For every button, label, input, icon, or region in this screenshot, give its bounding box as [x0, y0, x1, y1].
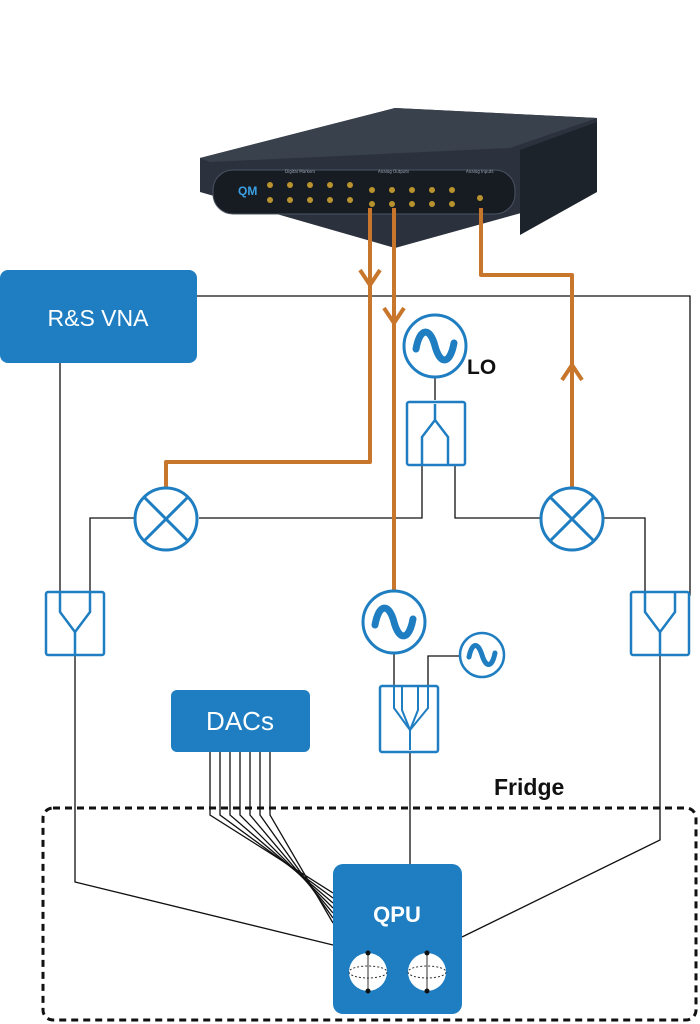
small-source — [458, 631, 506, 679]
mixer-left — [133, 486, 199, 552]
multi-combiner-icon — [393, 687, 429, 750]
front-panel — [212, 169, 516, 215]
vna-box: R&S VNA — [0, 270, 197, 363]
qpu-box: QPU — [333, 864, 462, 1014]
lo-source — [402, 313, 468, 379]
vna-label: R&S VNA — [48, 305, 150, 331]
qubit-sphere-icon — [407, 950, 447, 994]
port[interactable] — [429, 187, 435, 193]
qpu-label: QPU — [373, 902, 421, 927]
wire-mixer2-left — [454, 465, 541, 519]
port[interactable] — [449, 201, 455, 207]
fridge-label: Fridge — [494, 774, 564, 800]
port[interactable] — [347, 182, 353, 188]
arrow-up — [560, 363, 584, 382]
wire-left-qpu — [74, 656, 334, 946]
port[interactable] — [267, 197, 273, 203]
port[interactable] — [369, 201, 375, 207]
quantum-controller-device: QM Digital Markers Analog Outputs Analog… — [200, 108, 597, 248]
port[interactable] — [287, 182, 293, 188]
center-source — [361, 589, 427, 655]
device-top — [200, 108, 597, 162]
port[interactable] — [449, 187, 455, 193]
dacs-box: DACs — [171, 690, 310, 752]
port[interactable] — [477, 195, 483, 201]
signal-path-mixer1 — [164, 208, 372, 490]
device-logo: QM — [238, 184, 257, 198]
wire-mixer1-left — [89, 517, 135, 592]
mixer-right — [539, 486, 605, 552]
dacs-label: DACs — [206, 706, 274, 736]
port[interactable] — [409, 201, 415, 207]
wire-mixer2-right — [603, 517, 646, 592]
port[interactable] — [429, 201, 435, 207]
wire-small-source — [427, 655, 460, 685]
port[interactable] — [327, 197, 333, 203]
port[interactable] — [409, 187, 415, 193]
qubit-sphere-icon — [348, 950, 388, 994]
lo-label: LO — [467, 356, 496, 379]
port[interactable] — [369, 187, 375, 193]
port[interactable] — [389, 187, 395, 193]
splitter — [405, 400, 467, 467]
device-side — [520, 122, 597, 235]
connector-ports — [267, 182, 483, 207]
panel-label-analog-out: Analog Outputs — [378, 169, 409, 174]
combiner-multi — [378, 684, 440, 754]
sine-wave-icon — [466, 643, 498, 667]
fridge-boundary — [41, 806, 698, 1022]
arrow-down-2 — [382, 306, 406, 325]
combiner-left — [44, 590, 106, 657]
port[interactable] — [307, 197, 313, 203]
panel-label-digital: Digital Markers — [285, 169, 315, 174]
panel-label-analog-in: Analog Inputs — [466, 169, 494, 174]
port[interactable] — [347, 197, 353, 203]
combiner-right — [629, 590, 691, 657]
sine-wave-icon — [371, 604, 417, 640]
wire-mixer1-right — [199, 465, 423, 519]
port[interactable] — [287, 197, 293, 203]
port[interactable] — [307, 182, 313, 188]
port[interactable] — [267, 182, 273, 188]
orange-signal-paths — [164, 208, 584, 590]
dac-bus — [209, 752, 334, 924]
signal-path-return — [479, 208, 574, 489]
port[interactable] — [327, 182, 333, 188]
arrow-down-1 — [358, 268, 382, 287]
wire-right-qpu — [461, 656, 661, 938]
sine-wave-icon — [412, 328, 458, 364]
port[interactable] — [389, 201, 395, 207]
